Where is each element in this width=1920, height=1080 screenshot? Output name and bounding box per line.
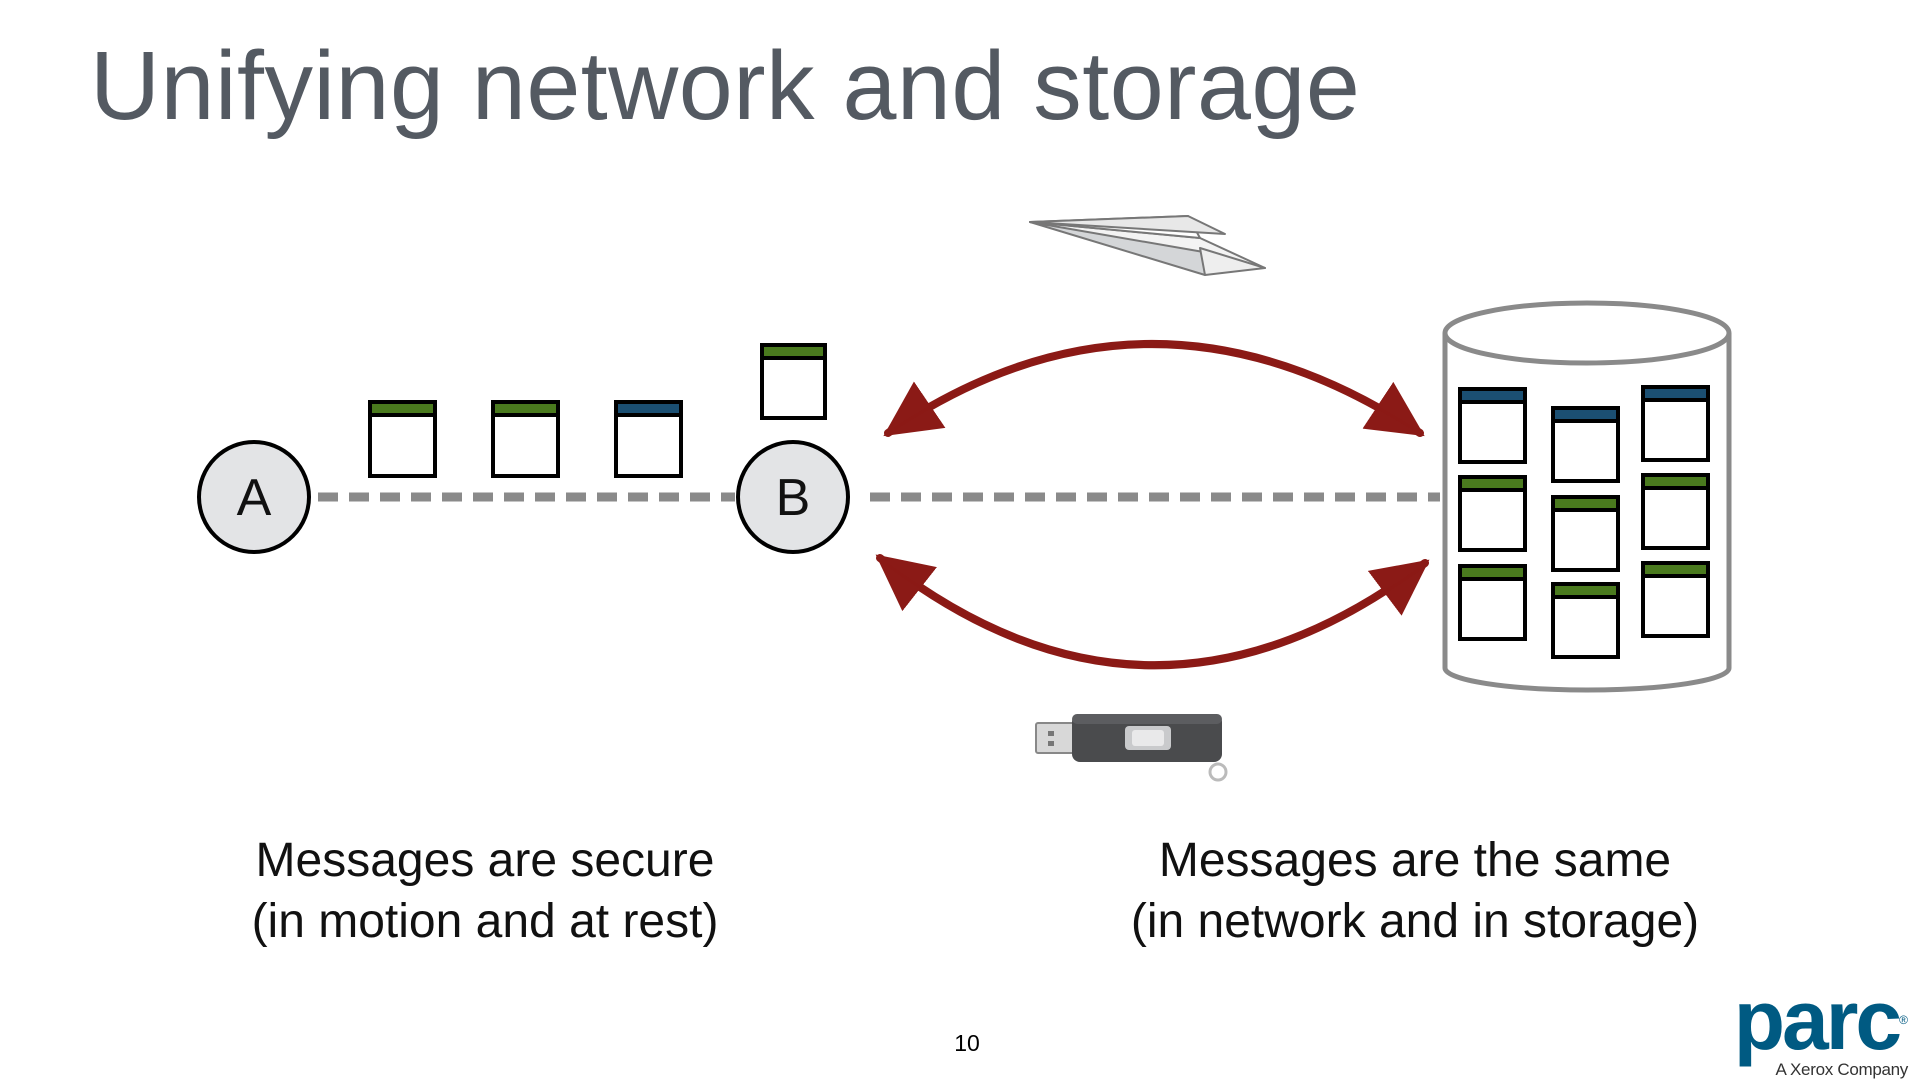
- node-b-label: B: [776, 469, 811, 527]
- paper-plane-icon: [1029, 215, 1266, 276]
- usb-drive-icon: [1035, 714, 1228, 782]
- message-packet-icon: [1551, 406, 1620, 483]
- message-packet-icon: [760, 343, 827, 420]
- page-number: 10: [954, 1030, 980, 1056]
- message-packet-icon: [1551, 495, 1620, 572]
- packets-in-transit: [368, 343, 827, 478]
- message-packet-icon: [1551, 582, 1620, 659]
- message-packet-icon: [614, 400, 683, 478]
- caption-secure: Messages are secure (in motion and at re…: [252, 830, 719, 952]
- message-packet-icon: [1641, 561, 1710, 638]
- node-b: B: [736, 440, 850, 554]
- parc-logo: parc® A Xerox Company: [1733, 973, 1909, 1080]
- logo-tagline: A Xerox Company: [1775, 1060, 1908, 1079]
- registered-mark: ®: [1899, 1013, 1908, 1027]
- node-a-label: A: [237, 469, 272, 527]
- message-packet-icon: [1641, 473, 1710, 550]
- node-a: A: [197, 440, 311, 554]
- message-packet-icon: [1458, 387, 1527, 464]
- caption-secure-line1: Messages are secure: [255, 834, 715, 887]
- caption-same-line2: (in network and in storage): [1130, 895, 1700, 948]
- caption-same: Messages are the same (in network and in…: [1131, 830, 1699, 952]
- message-packet-icon: [1458, 475, 1527, 552]
- caption-secure-line2: (in motion and at rest): [251, 895, 719, 948]
- message-packet-icon: [368, 400, 437, 478]
- message-packet-icon: [491, 400, 560, 478]
- stored-packets: [1458, 385, 1710, 659]
- slide-title: Unifying network and storage: [90, 31, 1361, 140]
- sync-arrows: [875, 340, 1430, 670]
- caption-same-line1: Messages are the same: [1158, 834, 1672, 887]
- logo-wordmark: parc®: [1733, 973, 1908, 1067]
- message-packet-icon: [1641, 385, 1710, 462]
- message-packet-icon: [1458, 564, 1527, 641]
